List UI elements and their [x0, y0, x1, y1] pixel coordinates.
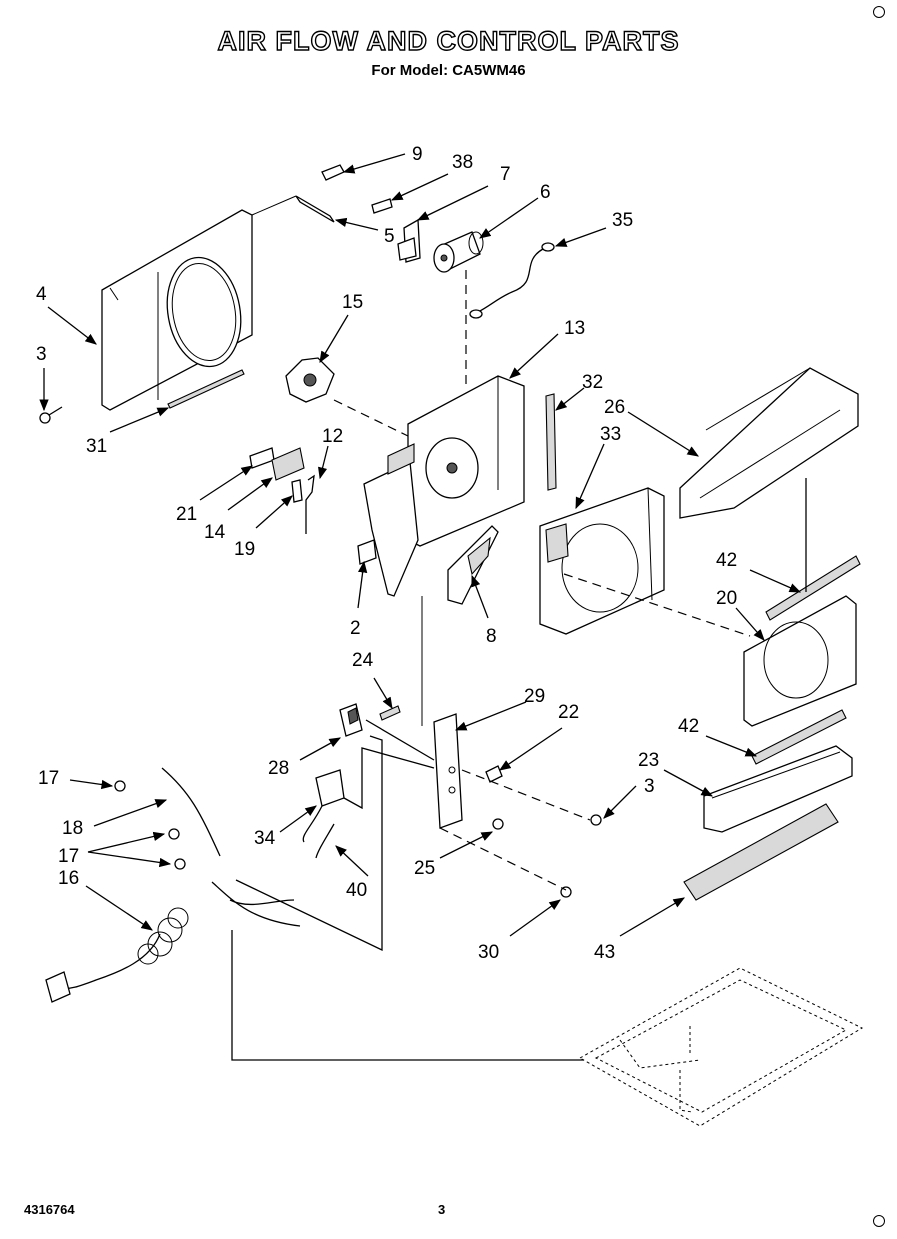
rotary-switch-part: [339, 703, 363, 737]
callout-22: 22: [558, 702, 579, 723]
ground-wire-part: [469, 242, 555, 319]
fan-motor-part: [433, 231, 484, 273]
callout-15: 15: [342, 292, 363, 313]
callout-32: 32: [582, 372, 603, 393]
callout-16: 16: [58, 868, 79, 889]
callout-40: 40: [346, 880, 367, 901]
motor-bracket-part: [251, 164, 345, 223]
knob-clip-part: [357, 539, 377, 565]
callout-29: 29: [524, 686, 545, 707]
callout-3-lower: 3: [644, 776, 655, 797]
callout-20: 20: [716, 588, 737, 609]
screw-part: [590, 814, 602, 826]
gasket-upper-part: [765, 555, 861, 621]
document-part-number: 4316764: [24, 1202, 75, 1217]
thermostat-sensor-part: [305, 474, 315, 534]
registration-mark-top: [873, 6, 885, 18]
callout-18: 18: [62, 818, 83, 839]
callout-42-lower: 42: [678, 716, 699, 737]
callout-23: 23: [638, 750, 659, 771]
callout-25: 25: [414, 858, 435, 879]
page-number: 3: [438, 1202, 446, 1217]
callout-13: 13: [564, 318, 585, 339]
screw-part: [39, 406, 63, 424]
callout-14: 14: [204, 522, 226, 543]
callout-19: 19: [234, 539, 255, 560]
control-bracket-part: [363, 375, 525, 597]
callout-24: 24: [352, 650, 374, 671]
callout-31: 31: [86, 436, 107, 457]
fastener-part: [485, 765, 503, 783]
callout-2: 2: [350, 618, 361, 639]
screw-part: [560, 886, 572, 898]
label-plate-part: [249, 447, 275, 469]
callout-8: 8: [486, 626, 497, 647]
fan-shroud-part: [101, 209, 253, 411]
callout-38: 38: [452, 152, 473, 173]
assembly-lines: [231, 270, 807, 1061]
model-subtitle: For Model: CA5WM46: [371, 62, 526, 79]
callout-26: 26: [604, 397, 625, 418]
air-duct-part: [679, 367, 859, 519]
callout-43: 43: [594, 942, 615, 963]
page-title: AIR FLOW AND CONTROL PARTS: [217, 25, 680, 56]
power-cord-part: [45, 767, 301, 1003]
callout-5: 5: [384, 226, 395, 247]
scroll-housing-part: [539, 487, 665, 635]
callout-labels: 9 38 7 6 35 5 4 15 13 3 32 26 31 33 12 2…: [36, 144, 737, 963]
callout-30: 30: [478, 942, 499, 963]
foam-strip-part: [545, 393, 557, 491]
callout-34: 34: [254, 828, 276, 849]
sensing-tube-part: [315, 823, 335, 859]
callout-35: 35: [612, 210, 633, 231]
thermostat-part: [302, 769, 345, 843]
callout-17-upper: 17: [38, 768, 59, 789]
callout-12: 12: [322, 426, 343, 447]
callout-17-lower: 17: [58, 846, 79, 867]
registration-mark-bottom: [873, 1215, 885, 1227]
base-pan-part: [578, 967, 864, 1127]
strap-part: [379, 705, 401, 721]
motor-clip-part: [371, 198, 421, 263]
fan-blade-part: [285, 357, 335, 403]
callout-33: 33: [600, 424, 621, 445]
bulkhead-part: [743, 595, 857, 727]
callout-3: 3: [36, 344, 47, 365]
gasket-strip-part: [167, 369, 245, 409]
drain-pan-part: [703, 745, 853, 833]
callout-7: 7: [500, 164, 511, 185]
bracket-plate-part: [271, 447, 305, 481]
control-mount-bracket-part: [433, 713, 463, 829]
spacer-part: [291, 479, 303, 503]
leader-arrows: [39, 153, 802, 937]
callout-6: 6: [540, 182, 551, 203]
screw-part: [492, 818, 504, 830]
gasket-lower-part: [751, 709, 847, 765]
callout-42-upper: 42: [716, 550, 737, 571]
callout-21: 21: [176, 504, 197, 525]
control-panel-overlay-part: [447, 525, 499, 605]
callout-4: 4: [36, 284, 47, 305]
foam-block-part: [683, 803, 839, 901]
callout-28: 28: [268, 758, 289, 779]
callout-9: 9: [412, 144, 423, 165]
